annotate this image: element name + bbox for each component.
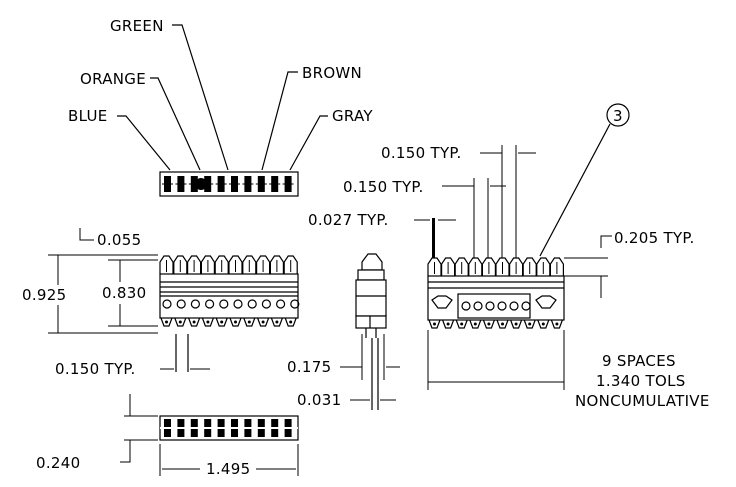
- idc-tooth: [214, 255, 229, 274]
- bottom-contact: [482, 319, 495, 329]
- section-view-holes: [431, 295, 557, 311]
- bottom-contact: [188, 317, 201, 327]
- bottom-view-pins: [160, 419, 298, 437]
- contact-hole: [509, 301, 519, 311]
- contact-hole: [290, 299, 300, 309]
- contact-hole: [473, 301, 483, 311]
- leader-gray: [289, 115, 328, 171]
- dim-0-925: 0.925: [22, 286, 66, 304]
- contact-hole: [205, 299, 215, 309]
- contact-hole: [497, 301, 507, 311]
- bottom-contact: [160, 317, 173, 327]
- leader-orange: [150, 77, 201, 171]
- bottom-contact: [229, 317, 242, 327]
- contact-hole: [261, 299, 271, 309]
- bottom-contact: [523, 319, 536, 329]
- dim-0-150-bottom: 0.150 TYP.: [55, 360, 136, 378]
- idc-tooth: [228, 255, 243, 274]
- callout-number: 3: [613, 107, 623, 125]
- front-view-teeth: [159, 255, 298, 274]
- contact-hole: [190, 299, 200, 309]
- contact-hole: [162, 299, 172, 309]
- bottom-contact: [455, 319, 468, 329]
- spacing-note-line-3: NONCUMULATIVE: [575, 392, 710, 410]
- wire-color-leaders: GREEN ORANGE BLUE BROWN GRAY: [68, 17, 373, 171]
- bottom-contact: [243, 317, 256, 327]
- contact-hole: [219, 299, 229, 309]
- leader-brown: [261, 71, 298, 171]
- section-view: [427, 218, 565, 329]
- bottom-contact: [537, 319, 550, 329]
- dim-0-175: 0.175: [287, 358, 331, 376]
- top-view: [159, 171, 299, 197]
- side-view: [355, 253, 387, 410]
- top-view-pins: [162, 176, 294, 192]
- dim-1-495: 1.495: [206, 460, 250, 478]
- bottom-contact: [550, 319, 563, 329]
- contact-hole: [485, 301, 495, 311]
- contact-hole: [247, 299, 257, 309]
- contact-hole: [233, 299, 243, 309]
- idc-tooth: [200, 255, 215, 274]
- front-view-holes: [162, 299, 300, 309]
- bottom-contact: [270, 317, 283, 327]
- section-view-teeth: [427, 257, 564, 276]
- dim-0-205: 0.205 TYP.: [614, 229, 695, 247]
- label-green: GREEN: [110, 17, 164, 35]
- spacing-note-line-1: 9 SPACES: [602, 352, 676, 370]
- label-brown: BROWN: [302, 64, 362, 82]
- bottom-contact: [469, 319, 482, 329]
- idc-tooth: [159, 255, 174, 274]
- section-view-bottom-contacts: [428, 319, 563, 329]
- bottom-contact: [496, 319, 509, 329]
- spacing-note-line-2: 1.340 TOLS: [596, 372, 686, 390]
- callout-circle: [606, 103, 630, 127]
- bottom-contact: [510, 319, 523, 329]
- bottom-contact: [215, 317, 228, 327]
- pin-top-marker: [195, 178, 207, 190]
- idc-tooth: [256, 255, 271, 274]
- label-blue: BLUE: [68, 107, 108, 125]
- dim-0-055: 0.055: [97, 231, 141, 249]
- label-gray: GRAY: [332, 107, 373, 125]
- dim-0-150-top-1: 0.150 TYP.: [381, 144, 462, 162]
- idc-tooth: [536, 257, 551, 276]
- dim-0-240: 0.240: [36, 454, 80, 472]
- bottom-contact: [442, 319, 455, 329]
- leader-blue: [117, 115, 171, 171]
- leader-green: [172, 24, 229, 171]
- idc-tooth: [269, 255, 284, 274]
- label-orange: ORANGE: [80, 70, 146, 88]
- idc-tooth: [283, 255, 298, 274]
- front-view: [159, 255, 300, 372]
- bottom-contact: [257, 317, 270, 327]
- bottom-contact: [428, 319, 441, 329]
- bottom-view: [159, 415, 299, 441]
- front-view-bottom-contacts: [160, 317, 297, 327]
- bottom-contact: [284, 317, 297, 327]
- idc-blade: [432, 218, 435, 258]
- dim-0-150-top-2: 0.150 TYP.: [343, 178, 424, 196]
- contact-hole: [521, 301, 531, 311]
- bottom-contact: [201, 317, 214, 327]
- dim-0-830: 0.830: [102, 284, 146, 302]
- idc-tooth: [187, 255, 202, 274]
- contact-hole: [276, 299, 286, 309]
- bottom-contact: [174, 317, 187, 327]
- contact-hole: [461, 301, 471, 311]
- callout-leader: [539, 123, 611, 257]
- idc-tooth: [173, 255, 188, 274]
- idc-tooth: [549, 257, 564, 276]
- dim-0-027: 0.027 TYP.: [308, 211, 389, 229]
- idc-tooth: [242, 255, 257, 274]
- contact-hole: [176, 299, 186, 309]
- dim-0-031: 0.031: [297, 391, 341, 409]
